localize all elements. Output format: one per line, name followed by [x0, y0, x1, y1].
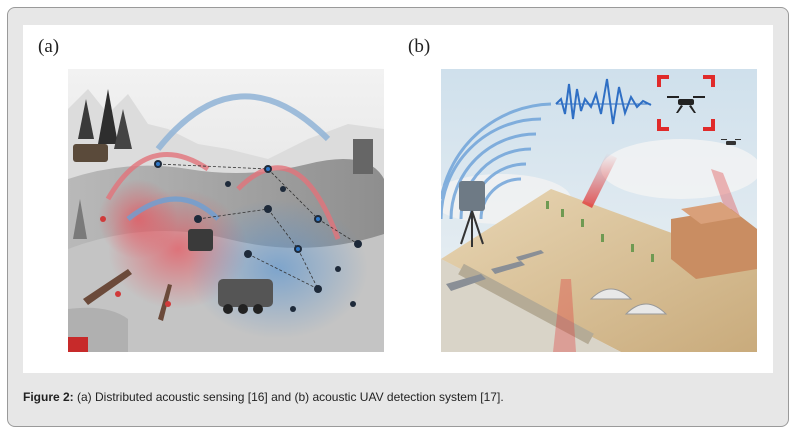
distributed-acoustic-sensing-image — [68, 69, 384, 352]
figure-caption: Figure 2: (a) Distributed acoustic sensi… — [23, 390, 504, 404]
caption-prefix: Figure 2: — [23, 390, 74, 404]
panel-a-label: (a) — [38, 36, 60, 57]
panel-b-label: (b) — [408, 36, 431, 57]
acoustic-uav-detection-image — [441, 69, 757, 352]
caption-text: (a) Distributed acoustic sensing [16] an… — [73, 390, 504, 404]
